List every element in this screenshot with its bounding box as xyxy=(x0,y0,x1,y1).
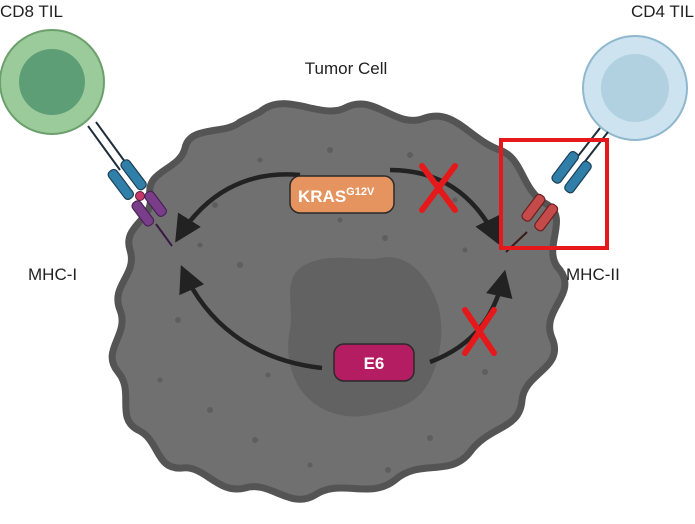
cytoplasm-speckles xyxy=(157,147,508,473)
tcr-mhc2-complex xyxy=(505,127,609,253)
e6-box: E6 xyxy=(333,343,415,382)
arrow-kras-to-mhc2 xyxy=(389,167,500,245)
nucleus xyxy=(288,257,442,417)
kras-box: KRASG12V xyxy=(289,175,395,214)
e6-label: E6 xyxy=(364,354,385,373)
svg-text:KRASG12V: KRASG12V xyxy=(298,186,375,206)
arrow-kras-to-mhc1 xyxy=(175,172,301,243)
blocked-x-upper xyxy=(419,163,458,213)
cd8-t-cell xyxy=(0,29,105,135)
mhc1-label: MHC-I xyxy=(28,265,77,284)
cd4-til-label: CD4 TIL xyxy=(631,2,694,21)
kras-mutation-label: G12V xyxy=(346,186,375,198)
cd4-t-cell xyxy=(582,35,688,141)
tumor-cell-label: Tumor Cell xyxy=(305,59,388,78)
mhc2-highlight-box xyxy=(499,138,609,250)
blocked-x-lower xyxy=(462,307,497,356)
arrow-e6-to-mhc1 xyxy=(179,265,323,371)
kras-label: KRAS xyxy=(298,187,346,206)
mhc2-label: MHC-II xyxy=(566,265,620,284)
tcr-mhc1-complex xyxy=(87,121,173,247)
cd8-til-label: CD8 TIL xyxy=(0,2,63,21)
